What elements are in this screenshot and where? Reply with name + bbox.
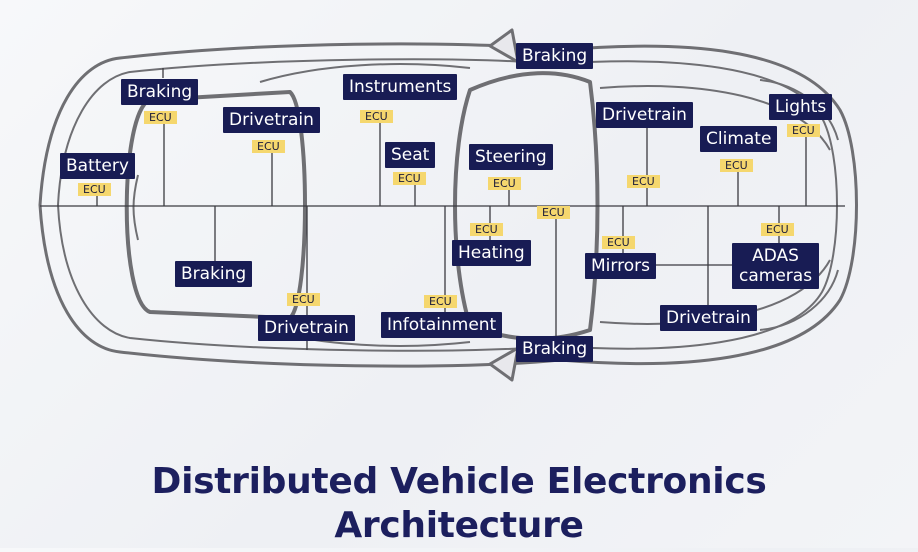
ecu-badge: ECU (537, 206, 570, 219)
battery-label: Battery (60, 153, 135, 179)
ecu-badge: ECU (627, 175, 660, 188)
infotainment-label: Infotainment (381, 312, 503, 338)
headlight-bottom (759, 269, 839, 331)
braking-mirror-bottom-label: Braking (516, 336, 594, 362)
climate-label: Climate (700, 126, 778, 152)
side-mirror-top (488, 28, 520, 64)
ecu-badge: ECU (287, 293, 320, 306)
braking-rear-bottom-label: Braking (175, 261, 253, 287)
adas-label-line2: cameras (739, 266, 813, 286)
windshield (453, 71, 600, 341)
ecu-badge: ECU (720, 159, 753, 172)
ecu-badge: ECU (78, 183, 111, 196)
side-mirror-bottom (488, 346, 520, 382)
ecu-badge: ECU (602, 236, 635, 249)
drivetrain-front-top-label: Drivetrain (596, 102, 693, 128)
ecu-badge: ECU (393, 172, 426, 185)
ecu-badge: ECU (761, 223, 794, 236)
ecu-badge: ECU (360, 110, 393, 123)
ecu-badge: ECU (144, 111, 177, 124)
braking-rear-top-label: Braking (121, 79, 199, 105)
page-title: Distributed Vehicle Electronics Architec… (0, 460, 918, 548)
title-line-2: Architecture (334, 505, 584, 546)
ecu-badge: ECU (424, 295, 457, 308)
lights-label: Lights (769, 94, 833, 120)
drivetrain-rear-bottom-label: Drivetrain (258, 315, 355, 341)
seat-label: Seat (385, 142, 436, 168)
heating-label: Heating (452, 240, 531, 266)
instruments-label: Instruments (343, 74, 458, 100)
roof-line-top (259, 63, 471, 83)
braking-mirror-top-label: Braking (516, 43, 594, 69)
ecu-badge: ECU (470, 223, 503, 236)
adas-cameras-label: ADAS cameras (732, 243, 820, 289)
ecu-badge: ECU (787, 124, 820, 137)
drivetrain-front-bottom-label: Drivetrain (660, 305, 757, 331)
ecu-badge: ECU (252, 140, 285, 153)
trunk-detail (132, 174, 139, 241)
title-line-1: Distributed Vehicle Electronics (151, 461, 767, 502)
adas-label-line1: ADAS (752, 246, 799, 266)
drivetrain-rear-top-label: Drivetrain (223, 107, 320, 133)
ecu-badge: ECU (488, 177, 521, 190)
steering-label: Steering (469, 144, 553, 170)
mirrors-label: Mirrors (585, 253, 656, 279)
